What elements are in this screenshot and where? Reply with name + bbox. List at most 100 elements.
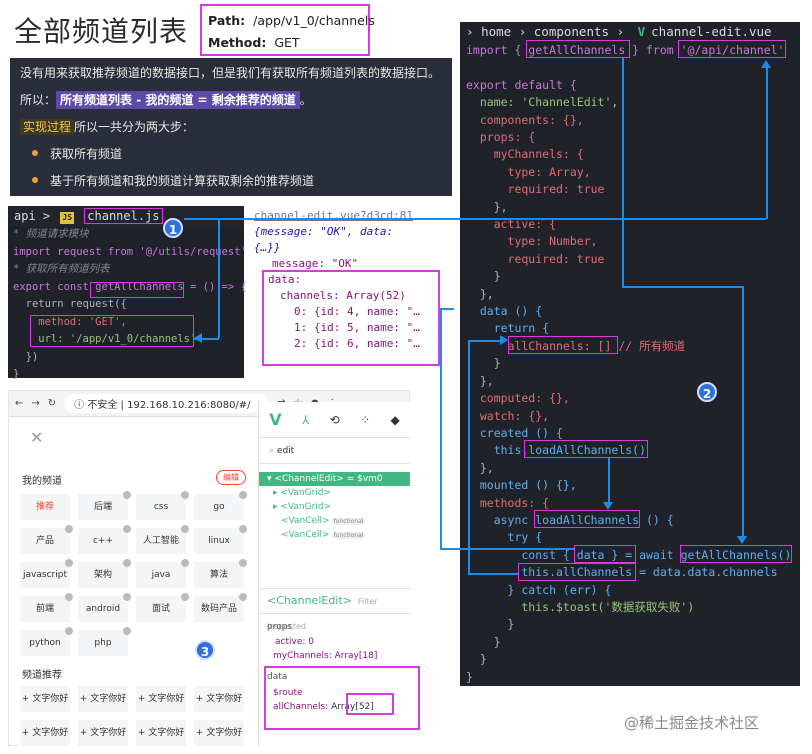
channel-chip-label: 推荐 xyxy=(35,502,54,512)
arrow-link xyxy=(184,218,766,220)
console-source[interactable]: channel-edit.vue?d3cd:81 xyxy=(254,209,413,222)
breadcrumb-api[interactable]: api xyxy=(14,209,36,223)
channel-chip[interactable]: 推荐 xyxy=(20,494,70,520)
insecure-icon: ⓘ xyxy=(74,400,85,411)
channel-chip[interactable]: 产品 xyxy=(20,525,73,554)
back-icon[interactable]: ← xyxy=(15,398,24,409)
remove-icon[interactable] xyxy=(65,627,73,635)
recommend-chip[interactable]: + 文字你好 xyxy=(20,686,70,712)
filter-input[interactable]: Filter inspected xyxy=(267,597,378,631)
recommend-chip[interactable]: + 文字你好 xyxy=(78,686,128,712)
channel-chip[interactable]: c++ xyxy=(78,525,131,554)
recommend-chip[interactable]: + 文字你好 xyxy=(136,686,186,712)
events-tab-icon[interactable]: ◆ xyxy=(390,412,400,427)
edit-button[interactable]: 编辑 xyxy=(216,470,246,485)
component-search-input[interactable]: ⌕ edit xyxy=(259,438,410,464)
channel-chip[interactable]: 前端 xyxy=(20,593,73,622)
destructure-data-highlight xyxy=(574,545,636,563)
remove-icon[interactable] xyxy=(123,525,131,533)
remove-icon[interactable] xyxy=(239,559,247,567)
recommend-chip[interactable]: + 文字你好 xyxy=(20,720,70,746)
prop-mychannels[interactable]: myChannels: Array[18] xyxy=(273,651,378,661)
code-line: }) xyxy=(13,350,39,363)
props-section[interactable]: props xyxy=(267,622,293,632)
breadcrumb-file[interactable]: channel.js xyxy=(84,208,163,224)
step-badge-3: 3 xyxy=(195,640,215,660)
breadcrumb-file[interactable]: channel-edit.vue xyxy=(651,24,772,39)
tree-row[interactable]: ▸ <VanGrid> xyxy=(273,502,332,512)
remove-icon[interactable] xyxy=(123,491,131,499)
data-section[interactable]: data xyxy=(267,672,288,682)
tree-row-channeledit[interactable]: ▾ <ChannelEdit> = $vm0 xyxy=(259,472,410,486)
remove-icon[interactable] xyxy=(65,525,73,533)
remove-icon[interactable] xyxy=(181,491,189,499)
explanation-panel: 没有用来获取推荐频道的数据接口，但是我们有获取所有频道列表的数据接口。 所以：所… xyxy=(10,58,452,196)
js-breadcrumb[interactable]: api > JS channel.js xyxy=(8,206,244,226)
remove-icon[interactable] xyxy=(239,593,247,601)
channel-chip[interactable]: linux xyxy=(194,525,247,554)
remove-icon[interactable] xyxy=(123,593,131,601)
forward-icon[interactable]: → xyxy=(31,398,40,409)
recommend-chip[interactable]: + 文字你好 xyxy=(136,720,186,746)
remove-icon[interactable] xyxy=(123,559,131,567)
data-route[interactable]: $route xyxy=(273,688,303,698)
channel-chip[interactable]: python xyxy=(20,627,73,656)
code-line: import { getAllChannels } from '@/api/ch… xyxy=(466,43,785,57)
channel-chip[interactable]: css xyxy=(136,491,189,520)
console-line[interactable]: data: xyxy=(268,273,302,286)
vue-logo-icon[interactable]: V xyxy=(269,410,282,429)
channel-chip[interactable]: 人工智能 xyxy=(136,525,189,554)
url-bar[interactable]: ⓘ 不安全 | 192.168.10.216:8080/#/ xyxy=(64,394,270,413)
remove-icon[interactable] xyxy=(65,593,73,601)
channel-chip[interactable]: go xyxy=(194,491,247,520)
remove-icon[interactable] xyxy=(65,559,73,567)
channel-chip[interactable]: 面试 xyxy=(136,593,189,622)
channel-chip[interactable]: 算法 xyxy=(194,559,247,588)
code-line: } catch (err) { xyxy=(466,582,612,597)
channel-chip[interactable]: 数码产品 xyxy=(194,593,247,622)
channel-chip[interactable]: android xyxy=(78,593,131,622)
tree-row[interactable]: <VanCell>functional xyxy=(259,528,410,542)
code-line xyxy=(460,59,800,76)
remove-icon[interactable] xyxy=(181,593,189,601)
breadcrumb-separator: > xyxy=(42,209,51,223)
channel-chip[interactable]: php xyxy=(78,627,131,656)
console-line[interactable]: 0: {id: 4, name: "… xyxy=(294,305,420,318)
recommend-chip[interactable]: + 文字你好 xyxy=(194,720,244,746)
code-line: name: 'ChannelEdit', xyxy=(466,95,619,110)
components-tab-icon[interactable]: ⅄ xyxy=(301,412,310,427)
breadcrumb-components[interactable]: components xyxy=(533,24,610,39)
history-tab-icon[interactable]: ⟲ xyxy=(329,412,340,427)
devtools-console-output: channel-edit.vue?d3cd:81 {message: "OK",… xyxy=(254,208,454,368)
remove-icon[interactable] xyxy=(181,525,189,533)
console-line[interactable]: 2: {id: 6, name: "… xyxy=(294,337,420,350)
prop-active: active: 0 xyxy=(275,637,314,647)
tree-row[interactable]: ▸ <VanGrid> xyxy=(273,488,332,498)
recommend-chip[interactable]: + 文字你好 xyxy=(78,720,128,746)
channel-chip[interactable]: java xyxy=(136,559,189,588)
console-line[interactable]: channels: Array(52) xyxy=(280,289,406,302)
tree-row[interactable]: <VanCell>functional xyxy=(259,514,410,528)
channel-chip[interactable]: javascript xyxy=(20,559,73,588)
channel-chip-label: 后端 xyxy=(93,502,112,512)
reload-icon[interactable]: ↻ xyxy=(47,398,57,409)
channel-chip[interactable]: 架构 xyxy=(78,559,131,588)
channel-chip[interactable]: 后端 xyxy=(78,491,131,520)
remove-icon[interactable] xyxy=(239,525,247,533)
so-prefix: 所以： xyxy=(20,93,57,107)
remove-icon[interactable] xyxy=(181,559,189,567)
channel-chip-label: 数码产品 xyxy=(200,604,237,614)
remove-icon[interactable] xyxy=(123,627,131,635)
breadcrumb-home[interactable]: home xyxy=(481,24,512,39)
recommend-chip[interactable]: + 文字你好 xyxy=(194,686,244,712)
console-line[interactable]: 1: {id: 5, name: "… xyxy=(294,321,420,334)
devtools-data-highlight xyxy=(264,666,420,730)
remove-icon[interactable] xyxy=(239,491,247,499)
recommend-label: 频道推荐 xyxy=(22,670,62,681)
vuex-tab-icon[interactable]: ⁘ xyxy=(360,412,371,427)
explain-steps-line: 实现过程所以一共分为两大步： xyxy=(20,118,442,135)
arrow-link xyxy=(468,340,502,342)
data-allchannels[interactable]: allChannels: Array[52] xyxy=(273,702,374,712)
close-icon[interactable]: ✕ xyxy=(30,428,44,447)
